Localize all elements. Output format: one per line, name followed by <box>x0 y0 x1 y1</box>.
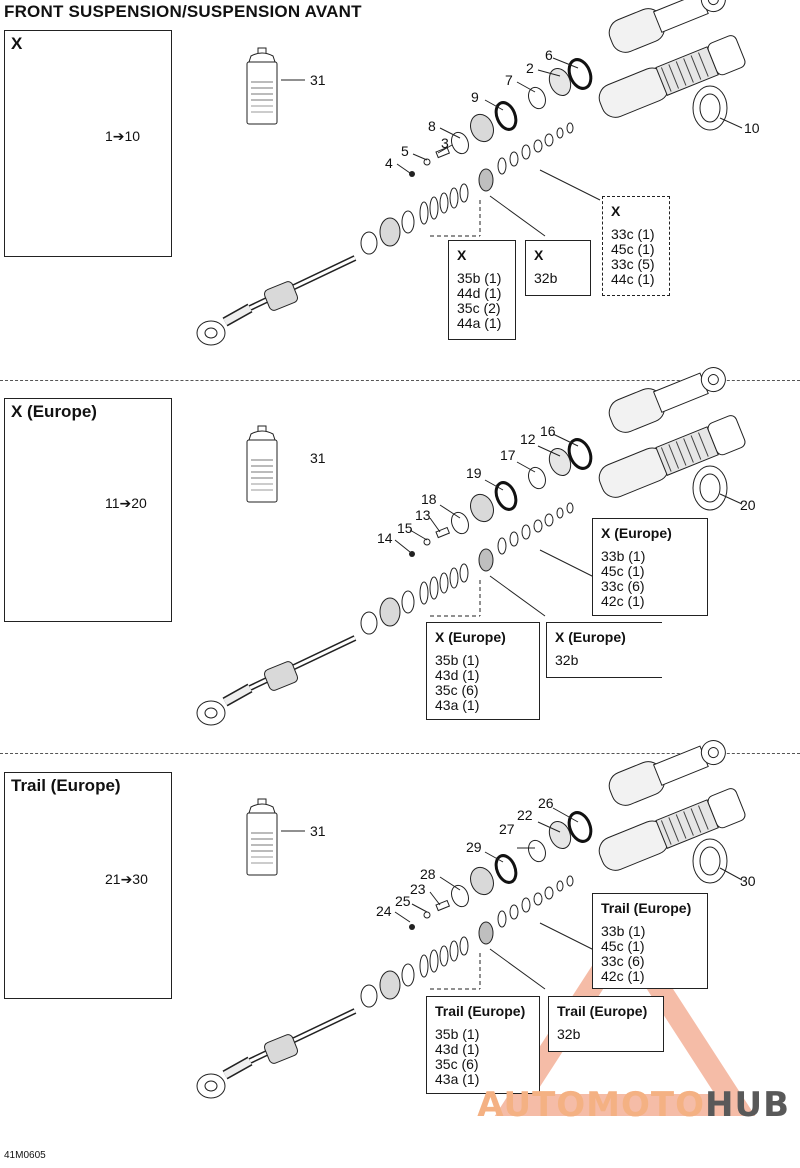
kit-box: X (Europe) 33b (1) 45c (1) 33c (6) 42c (… <box>592 518 708 616</box>
kit-line: 43d (1) <box>435 1041 480 1057</box>
section-separator <box>0 753 800 754</box>
kit-title: X <box>534 247 544 263</box>
kit-line: 33c (5) <box>611 256 655 272</box>
callout-label: 24 <box>376 903 392 919</box>
kit-title: Trail (Europe) <box>601 900 692 916</box>
callout-label: 12 <box>520 431 536 447</box>
callout-label: 4 <box>385 155 393 171</box>
callout-label-bottle: 31 <box>310 823 326 839</box>
kit-box: X 33c (1) 45c (1) 33c (5) 44c (1) <box>602 196 670 296</box>
callout-label: 28 <box>420 866 436 882</box>
callout-label: 15 <box>397 520 413 536</box>
model-title: X (Europe) <box>11 402 97 421</box>
kit-line: 45c (1) <box>611 241 655 257</box>
kit-title: Trail (Europe) <box>557 1003 648 1019</box>
kit-line: 33b (1) <box>601 548 646 564</box>
part-range: 11➔20 <box>105 495 147 511</box>
callout-label: 16 <box>540 423 556 439</box>
kit-line: 32b <box>534 270 558 286</box>
callout-label: 7 <box>505 72 513 88</box>
callout-label-bottle: 31 <box>310 72 326 88</box>
callout-label: 27 <box>499 821 515 837</box>
kit-box: X (Europe) 35b (1) 43d (1) 35c (6) 43a (… <box>426 622 540 720</box>
kit-line: 43d (1) <box>435 667 480 683</box>
watermark-part1: AUTOMOTO <box>477 1085 706 1125</box>
model-box-x: X 1➔10 <box>4 30 172 257</box>
kit-box: X (Europe) 32b <box>546 622 662 678</box>
kit-line: 33c (6) <box>601 578 645 594</box>
kit-line: 35b (1) <box>457 270 502 286</box>
kit-line: 35b (1) <box>435 652 480 668</box>
callout-label: 5 <box>401 143 409 159</box>
callout-label: 30 <box>740 873 756 889</box>
callout-label: 22 <box>517 807 533 823</box>
callout-label: 17 <box>500 447 516 463</box>
callout-label: 13 <box>415 507 431 523</box>
callout-label: 3 <box>441 135 449 151</box>
kit-line: 44c (1) <box>611 271 655 287</box>
page-title: FRONT SUSPENSION/SUSPENSION AVANT <box>4 2 362 21</box>
kit-box: X 35b (1) 44d (1) 35c (2) 44a (1) <box>448 240 516 340</box>
callout-label: 8 <box>428 118 436 134</box>
kit-box: Trail (Europe) 32b <box>548 996 664 1052</box>
kit-line: 44d (1) <box>457 285 502 301</box>
kit-line: 43a (1) <box>435 697 480 713</box>
callout-label: 23 <box>410 881 426 897</box>
drawing-code: 41M0605 <box>4 1150 46 1161</box>
callout-label: 29 <box>466 839 482 855</box>
callout-label: 19 <box>466 465 482 481</box>
kit-line: 33c (6) <box>601 953 645 969</box>
kit-line: 42c (1) <box>601 593 645 609</box>
model-box-trail-europe: Trail (Europe) 21➔30 <box>4 772 172 999</box>
callout-label-bottle: 31 <box>310 450 326 466</box>
kit-line: 35b (1) <box>435 1026 480 1042</box>
kit-box: Trail (Europe) 33b (1) 45c (1) 33c (6) 4… <box>592 893 708 989</box>
section-separator <box>0 380 800 381</box>
kit-title: X (Europe) <box>601 525 672 541</box>
kit-title: Trail (Europe) <box>435 1003 526 1019</box>
kit-line: 33c (1) <box>611 226 655 242</box>
kit-line: 35c (6) <box>435 682 479 698</box>
watermark-part2: HUB <box>705 1085 790 1125</box>
part-range: 1➔10 <box>105 128 141 144</box>
kit-line: 32b <box>557 1026 581 1042</box>
model-title: X <box>11 34 23 53</box>
kit-line: 43a (1) <box>435 1071 480 1087</box>
kit-line: 44a (1) <box>457 315 502 331</box>
callout-label: 10 <box>744 120 760 136</box>
kit-title: X <box>611 203 621 219</box>
kit-title: X (Europe) <box>555 629 626 645</box>
kit-title: X (Europe) <box>435 629 506 645</box>
callout-label: 6 <box>545 47 553 63</box>
kit-box: X 32b <box>525 240 591 296</box>
kit-line: 32b <box>555 652 579 668</box>
part-range: 21➔30 <box>105 871 148 887</box>
kit-title: X <box>457 247 467 263</box>
callout-label: 20 <box>740 497 756 513</box>
callout-label: 9 <box>471 89 479 105</box>
callout-label: 2 <box>526 60 534 76</box>
model-title: Trail (Europe) <box>11 776 121 795</box>
kit-line: 35c (6) <box>435 1056 479 1072</box>
callout-label: 14 <box>377 530 393 546</box>
model-box-x-europe: X (Europe) 11➔20 <box>4 398 172 622</box>
kit-line: 35c (2) <box>457 300 501 316</box>
kit-line: 33b (1) <box>601 923 646 939</box>
watermark-logo: AUTOMOTOHUB <box>477 1085 790 1125</box>
kit-line: 45c (1) <box>601 563 645 579</box>
kit-box: Trail (Europe) 35b (1) 43d (1) 35c (6) 4… <box>426 996 540 1094</box>
callout-label: 25 <box>395 893 411 909</box>
kit-line: 42c (1) <box>601 968 645 984</box>
kit-line: 45c (1) <box>601 938 645 954</box>
callout-label: 26 <box>538 795 554 811</box>
callout-label: 18 <box>421 491 437 507</box>
